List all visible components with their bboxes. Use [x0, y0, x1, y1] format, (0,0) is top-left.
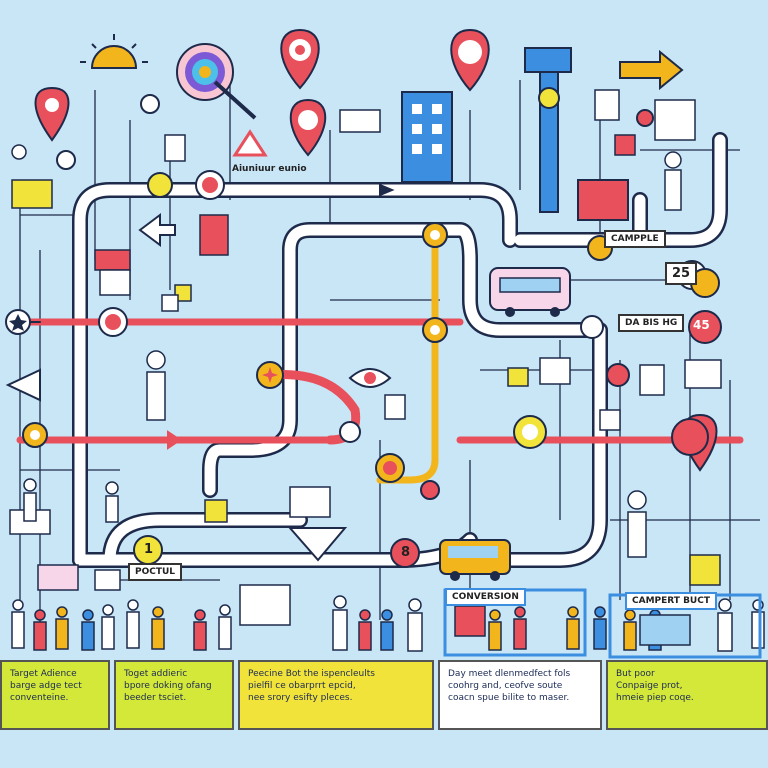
map-pins: [34, 28, 718, 472]
panel-4: Day meet dlenmedfect fols coohrg and, ce…: [438, 660, 602, 730]
poctul-tag: POCTUL: [128, 563, 183, 581]
document-tiles: [9, 89, 722, 626]
panel-3-line-3: nee srory esifty pleces.: [248, 693, 353, 703]
panel-2-line-3: beeder tsciet.: [124, 693, 187, 703]
panel-4-line-3: coacn spue bilite to maser.: [448, 693, 570, 703]
panel-1-line-2: barge adge tect: [10, 681, 82, 691]
number-45-label: 45: [693, 318, 710, 332]
people-crowd: [11, 144, 765, 652]
building-blue: [401, 91, 453, 183]
panel-4-line-2: coohrg and, ceofve soute: [448, 681, 563, 691]
number-8-label: 8: [401, 545, 411, 560]
bus-icon: [489, 267, 571, 317]
panel-2-line-1: Toget addieric: [124, 669, 188, 679]
panel-5-line-2: Conpaige prot,: [616, 681, 683, 691]
stations: [5, 94, 722, 568]
panel-2: Toget addieric bpore doking ofang beeder…: [114, 660, 234, 730]
top-caption-label: Aiuniuur eunio: [232, 164, 307, 174]
panel-5-line-3: hmeie piep coqe.: [616, 693, 694, 703]
tower-icon: [524, 47, 629, 221]
pin-icon-top-center: [280, 28, 320, 90]
campple-tag: CAMPPLE: [604, 230, 666, 248]
pin-icon-top-right: [450, 28, 490, 92]
number-1-label: 1: [144, 542, 154, 557]
direction-arrows: [5, 49, 684, 450]
panel-4-line-1: Day meet dlenmedfect fols: [448, 669, 571, 679]
panel-5-line-1: But poor: [616, 669, 655, 679]
sun-icon: [80, 34, 148, 69]
yield-sign: [287, 527, 348, 562]
yellow-bus-icon: [439, 539, 511, 581]
panel-2-line-2: bpore doking ofang: [124, 681, 212, 691]
panel-5: But poor Conpaige prot, hmeie piep coqe.: [606, 660, 768, 730]
shop-fronts: [443, 588, 762, 659]
panel-3: Peecine Bot the ispencleults pielfil ce …: [238, 660, 434, 730]
pin-icon-top-left: [34, 86, 70, 142]
eye-icon: [348, 368, 392, 388]
panel-1: Target Adience barge adge tect conventei…: [0, 660, 110, 730]
pin-icon-mid: [289, 98, 327, 157]
number-25-tag: 25: [665, 262, 698, 285]
conversion-tag: CONVERSION: [445, 588, 526, 606]
target-icon: [176, 43, 257, 120]
panel-3-line-1: Peecine Bot the ispencleults: [248, 669, 375, 679]
da-bis-tag: DA BIS HG: [618, 314, 685, 332]
panel-1-line-1: Target Adience: [10, 669, 77, 679]
warning-sign: [232, 129, 268, 157]
panel-3-line-2: pielfil ce obarprrt epcid,: [248, 681, 356, 691]
panel-1-line-3: conventeine.: [10, 693, 69, 703]
campert-tag: CAMPERT BUCT: [625, 592, 717, 610]
